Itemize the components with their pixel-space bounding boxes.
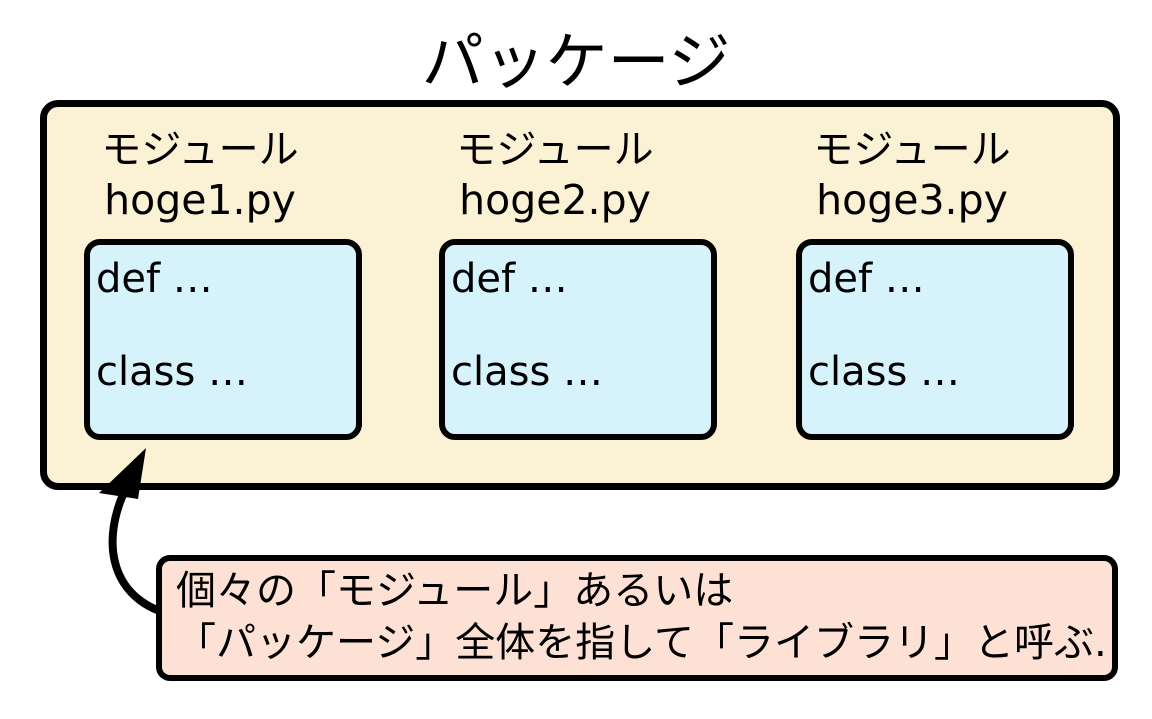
code-class-line: class …	[808, 349, 961, 395]
module-filename: hoge1.py	[104, 176, 296, 224]
note-line-2: 「パッケージ」全体を指して「ライブラリ」と呼ぶ.	[176, 620, 1107, 666]
module-label: モジュール	[456, 127, 654, 173]
package-box: モジュール hoge1.py def … class … モジュール hoge2…	[40, 100, 1120, 490]
code-def-line: def …	[451, 256, 568, 302]
code-def-line: def …	[808, 256, 925, 302]
module-label: モジュール	[813, 127, 1011, 173]
package-title: パッケージ	[421, 25, 731, 98]
module-code-box: def … class …	[439, 239, 717, 440]
code-class-line: class …	[451, 349, 604, 395]
code-def-line: def …	[96, 256, 213, 302]
note-box: 個々の「モジュール」あるいは 「パッケージ」全体を指して「ライブラリ」と呼ぶ.	[156, 555, 1118, 681]
arrow-curve	[108, 486, 161, 614]
module-label: モジュール	[101, 127, 299, 173]
module-code-box: def … class …	[84, 239, 362, 440]
module-filename: hoge3.py	[816, 176, 1008, 224]
module-code-box: def … class …	[796, 239, 1074, 440]
code-class-line: class …	[96, 349, 249, 395]
module-filename: hoge2.py	[459, 176, 651, 224]
note-line-1: 個々の「モジュール」あるいは	[176, 568, 734, 614]
